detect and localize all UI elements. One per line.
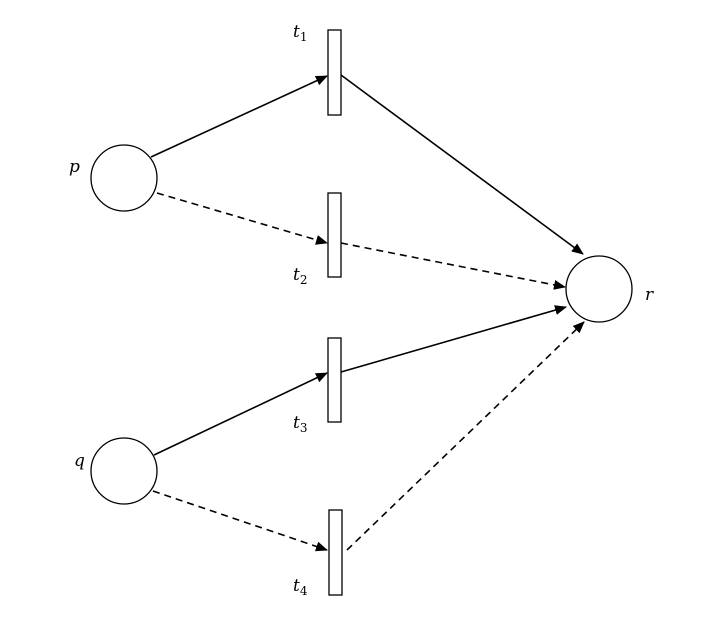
arc-q-t3 bbox=[153, 372, 328, 456]
transition-t3 bbox=[327, 337, 342, 423]
transition-t4 bbox=[328, 509, 343, 596]
label-q: q bbox=[74, 451, 85, 471]
arc-q-t4 bbox=[152, 490, 328, 552]
label-r: r bbox=[645, 285, 654, 305]
arc-t2-r bbox=[340, 242, 566, 290]
transition-t1 bbox=[327, 29, 342, 116]
label-p: p bbox=[69, 157, 80, 177]
label-t3: t3 bbox=[293, 413, 307, 435]
arc-t3-r bbox=[340, 305, 567, 373]
arc-t4-r bbox=[346, 321, 585, 551]
place-q bbox=[90, 437, 158, 505]
transition-t2 bbox=[327, 192, 342, 278]
place-r bbox=[565, 255, 633, 323]
label-t4: t4 bbox=[293, 576, 308, 598]
label-t2: t2 bbox=[293, 265, 307, 287]
arc-p-t2 bbox=[156, 192, 328, 245]
arc-t1-r bbox=[340, 74, 584, 255]
label-t1: t1 bbox=[293, 22, 307, 44]
place-p bbox=[90, 144, 158, 212]
arc-p-t1 bbox=[150, 75, 328, 158]
